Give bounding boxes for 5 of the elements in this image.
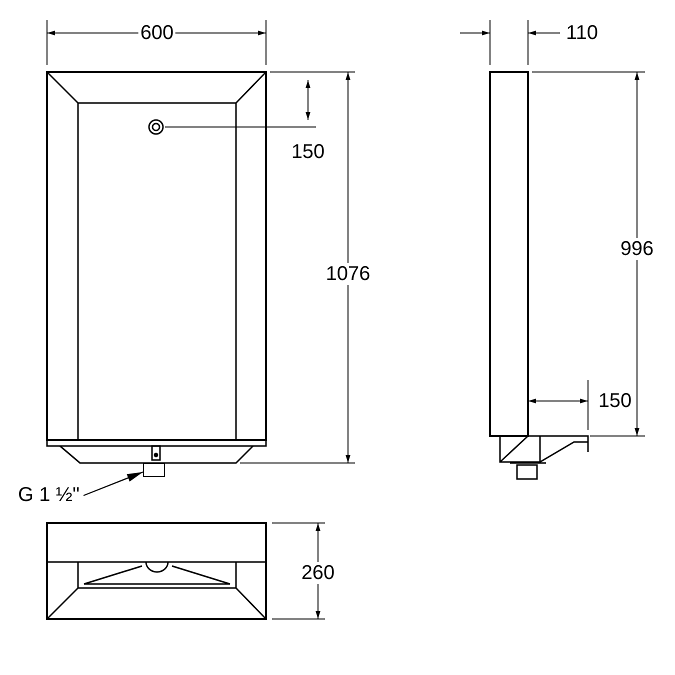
drain-fitting: [143, 463, 165, 477]
dimension-value: 996: [618, 238, 656, 260]
leader-line: [83, 471, 144, 496]
dimension-value: 260: [299, 562, 337, 584]
thread-size-label: G 1 ½": [18, 484, 80, 507]
